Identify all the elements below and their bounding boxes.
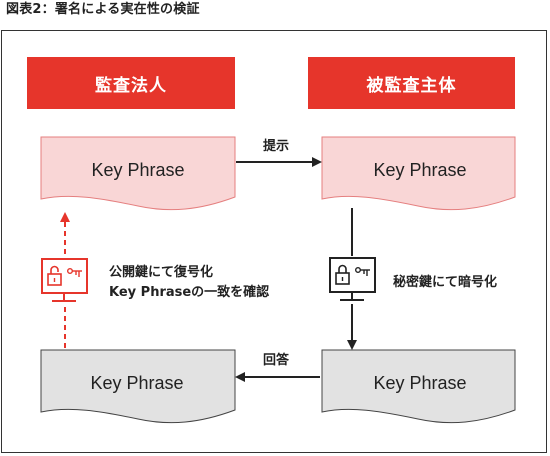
document-top-left-label: Key Phrase [91, 160, 184, 180]
reply-label: 回答 [263, 352, 290, 368]
unlock-monitor-icon [41, 258, 88, 302]
document-bottom-right: Key Phrase [321, 349, 516, 424]
decrypt-step-label-2: Key Phraseの一致を確認 [109, 285, 270, 300]
lock-monitor-icon [329, 257, 376, 301]
document-bottom-right-label: Key Phrase [373, 373, 466, 393]
present-label: 提示 [263, 138, 289, 154]
auditee-header: 被監査主体 [308, 57, 515, 109]
document-top-right-label: Key Phrase [373, 160, 466, 180]
decrypt-step-label-1: 公開鍵にて復号化 [109, 265, 214, 280]
figure-title: 図表2：署名による実在性の検証 [6, 2, 200, 17]
document-bottom-left: Key Phrase [40, 349, 236, 424]
encrypt-step-label: 秘密鍵にて暗号化 [393, 275, 498, 290]
auditor-header: 監査法人 [27, 57, 235, 109]
document-bottom-left-label: Key Phrase [90, 373, 183, 393]
document-top-right: Key Phrase [321, 136, 516, 211]
document-top-left: Key Phrase [40, 136, 236, 211]
